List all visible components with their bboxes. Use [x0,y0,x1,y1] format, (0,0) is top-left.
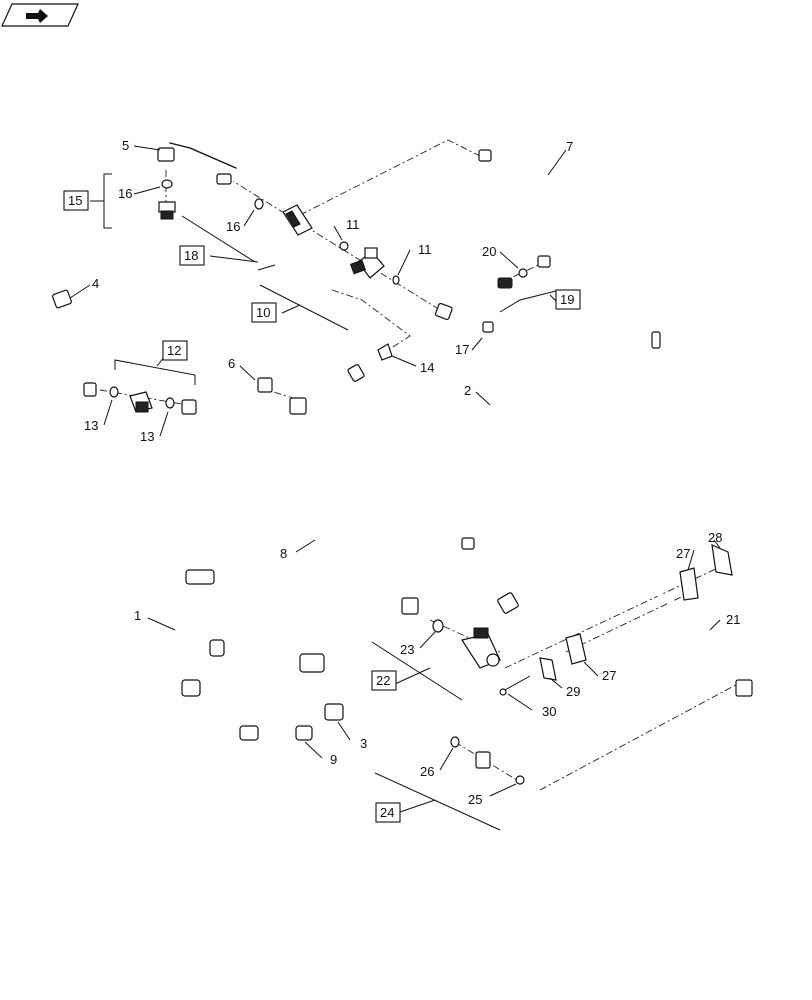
part-9-hose [239,714,313,741]
callout-labels: 5 16 16 11 11 7 20 17 4 13 13 6 14 2 8 1… [84,138,740,807]
callout-27a: 27 [676,546,690,561]
part-13-seal-b [165,397,175,409]
callout-16a: 16 [118,186,132,201]
part-25-seal [515,775,525,785]
callout-7: 7 [566,139,573,154]
group-10-lines [257,264,349,331]
callout-17: 17 [455,342,469,357]
group-box-24: 24 [375,802,401,823]
part-2-hose [461,331,680,550]
part-5-tube [157,138,242,197]
part-7-tube [478,149,560,268]
callout-1: 1 [134,608,141,623]
callout-26: 26 [420,764,434,779]
part-tee-12 [129,391,153,413]
callout-11b: 11 [418,242,432,257]
group-15-bracket [90,173,112,229]
group-box-10: 10 [251,302,277,323]
part-11-seal-a [339,241,349,251]
group-label-19: 19 [560,292,574,307]
group-label-12: 12 [167,343,181,358]
part-16-fitting-left [158,201,176,220]
group-18-lines [181,215,259,263]
group-box-18: 18 [179,245,205,266]
callout-11a: 11 [346,217,360,232]
part-16-seal-right [254,198,264,210]
part-13-seal-a [109,386,119,398]
group-box-22: 22 [371,670,397,691]
callout-9: 9 [330,752,337,767]
group-label-10: 10 [256,305,270,320]
part-24-fitting [475,751,491,769]
part-fitting-18 [282,204,313,236]
callout-14: 14 [420,360,434,375]
part-20-fitting [497,268,528,289]
part-1-tube [173,628,225,697]
callout-28: 28 [708,530,722,545]
group-label-15: 15 [68,193,82,208]
part-30-bolt [499,675,531,696]
part-27-clip-lower [565,633,587,665]
callout-4: 4 [92,276,99,291]
callout-25: 25 [468,792,482,807]
hand-pointer-icon[interactable] [1,3,79,27]
group-box-15: 15 [63,190,89,211]
group-label-24: 24 [380,805,394,820]
callout-13b: 13 [140,429,154,444]
callout-29: 29 [566,684,580,699]
group-24-lines [374,772,501,831]
group-box-19: 19 [555,289,581,310]
part-23-seal [432,619,444,633]
callout-5: 5 [122,138,129,153]
part-11-seal-b [392,275,400,285]
part-14-clamp [377,343,393,361]
part-4-tube [38,289,97,397]
callout-2: 2 [464,383,471,398]
callout-6: 6 [228,356,235,371]
callout-23: 23 [400,642,414,657]
group-22-lines [371,641,463,701]
callout-27b: 27 [602,668,616,683]
part-6-tube [181,377,273,415]
callout-21: 21 [726,612,740,627]
callout-3: 3 [360,736,367,751]
part-valve-22 [461,627,501,669]
callout-8: 8 [280,546,287,561]
callout-20: 20 [482,244,496,259]
group-label-22: 22 [376,673,390,688]
part-28-bracket [711,544,733,576]
part-3-hose [185,569,344,721]
part-27-clip-upper [679,567,699,601]
part-17-tube [434,302,494,333]
part-26-seal [450,736,460,748]
part-29-plate [539,657,557,681]
part-16-seal-left [161,179,173,189]
callout-13a: 13 [84,418,98,433]
part-8-tube [289,364,419,615]
callout-16b: 16 [226,219,240,234]
callout-30: 30 [542,704,556,719]
callout-leaders [69,145,721,797]
group-19-lines [499,289,561,313]
group-label-18: 18 [184,248,198,263]
part-21-tube [497,553,757,697]
part-tee-10 [350,247,385,279]
group-box-12: 12 [162,340,188,361]
